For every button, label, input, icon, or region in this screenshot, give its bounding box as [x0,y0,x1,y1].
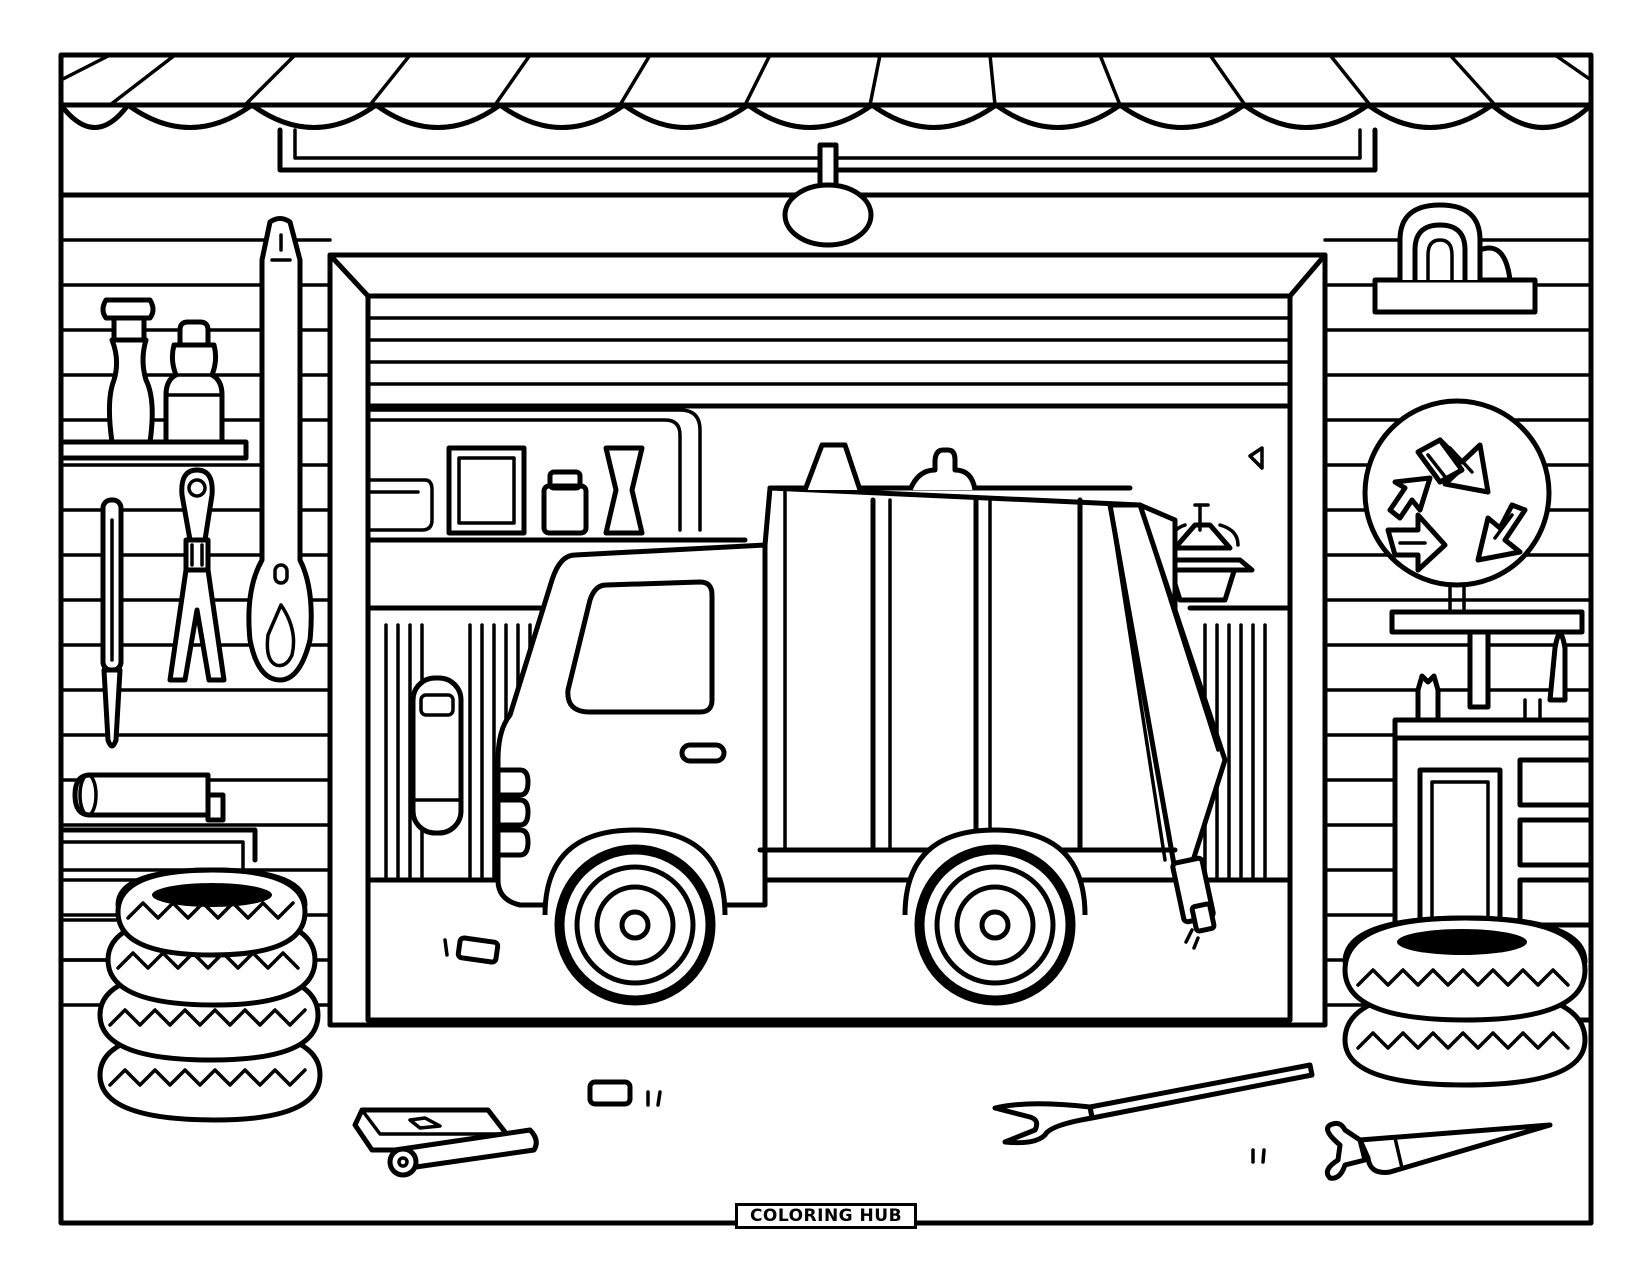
floor-box-and-roll [352,1107,539,1178]
garage-opening [327,252,1328,1028]
recycle-sign [1362,398,1585,710]
tire-stack-right [1342,915,1588,1088]
recycle-icon [1385,437,1528,573]
hanging-pliers [167,467,227,683]
gas-cylinder [410,675,464,836]
tire-stack-left [97,867,323,1123]
roller-door-slats [365,316,1293,409]
wall-shelf-left [58,297,249,461]
inner-cabinet [365,408,1293,611]
ceiling-lamp [277,127,1378,248]
awning [58,53,1594,130]
truck-rear-wheel [914,844,1076,1006]
hanging-wrench [246,216,314,683]
floor-chip [587,1079,1266,1164]
brand-label: COLORING HUB [735,1203,917,1229]
truck-front-wheel [554,844,716,1006]
garbage-truck [495,442,1228,1006]
floor-pitchfork [992,1062,1315,1146]
floor-wrench [1324,1120,1553,1181]
tape-roll-shelf [1372,202,1538,315]
hanging-screwdriver [100,497,124,749]
floor-debris [443,928,1200,965]
